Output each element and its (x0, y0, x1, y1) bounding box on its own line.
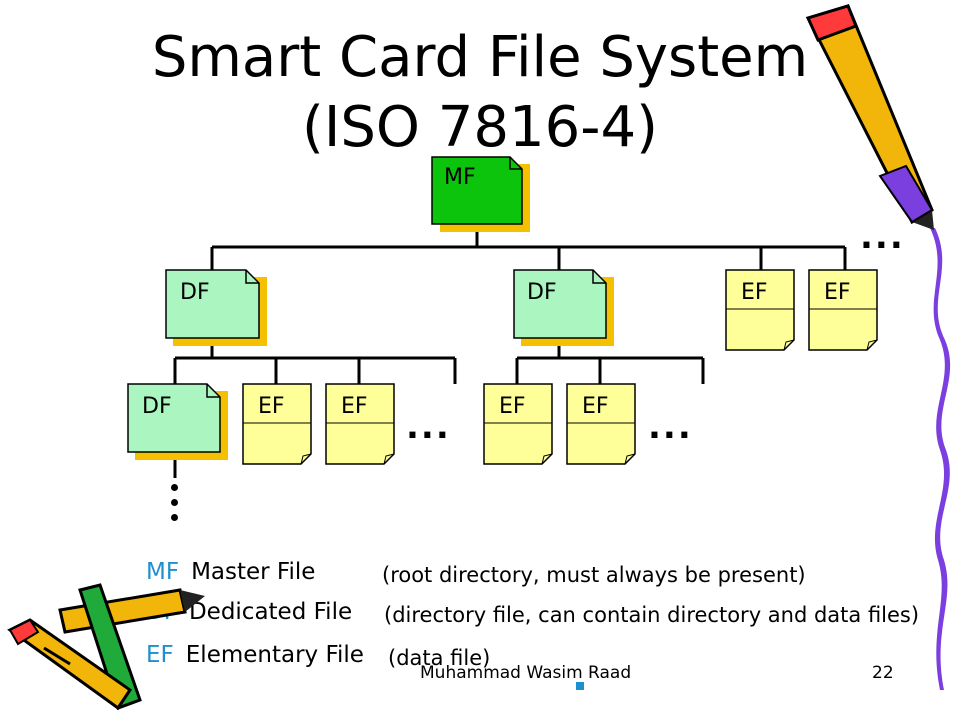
df-node-1-body (165, 269, 260, 339)
mf-node-body (431, 156, 523, 225)
legend-abbr-ef: EF (146, 642, 174, 668)
ef-node-l2-4-label: EF (582, 394, 609, 419)
legend-term-df: Dedicated File (188, 599, 353, 625)
legend-term-ef: Elementary File (185, 642, 364, 668)
ef-node-l2-2 (325, 383, 395, 465)
df-node-1-label: DF (180, 280, 210, 305)
mf-node-label: MF (444, 165, 476, 190)
ellipsis-level1: ... (860, 217, 905, 257)
ef-node-l1-2-curl (866, 339, 878, 351)
ef-node-l2-1-curl (300, 453, 312, 465)
ef-node-l2-1-label: EF (258, 394, 285, 419)
df-node-1-corner (245, 270, 259, 284)
ef-node-l1-1-label: EF (741, 280, 768, 305)
legend-desc-ef: (data file) (388, 646, 491, 670)
ef-node-l2-3-body (483, 383, 553, 465)
ef-node-l1-2-body (808, 269, 878, 351)
mf-node-corner (509, 157, 522, 170)
crayons-icon (7, 583, 205, 711)
ef-node-l1-2 (808, 269, 878, 351)
ef-node-l2-3-label: EF (499, 394, 526, 419)
ef-node-l2-4-curl (624, 453, 636, 465)
legend-term-mf: Master File (191, 559, 316, 585)
df-node-3 (127, 383, 228, 460)
purple-ribbon (930, 228, 951, 690)
legend-abbr-mf: MF (146, 559, 180, 585)
ellipsis-level2-left: ... (406, 407, 451, 447)
footer-page-number: 22 (872, 663, 894, 683)
ef-node-l2-2-body (325, 383, 395, 465)
ef-node-l2-4 (566, 383, 636, 465)
ellipsis-level2-right: ... (648, 407, 693, 447)
df-node-2-corner (592, 270, 606, 284)
ef-node-l2-1-body (242, 383, 312, 465)
slide-title-line2: (ISO 7816-4) (302, 95, 658, 160)
legend-desc-df: (directory file, can contain directory a… (384, 603, 920, 627)
footer-author: Muhammad Wasim Raad (420, 663, 632, 683)
df-node-2-body (513, 269, 607, 339)
ef-node-l1-1 (725, 269, 795, 351)
df-node-3-label: DF (142, 394, 172, 419)
df-node-3-corner (206, 384, 220, 398)
ef-node-l1-1-body (725, 269, 795, 351)
df-node-1 (165, 269, 267, 346)
footer-bullet-icon (576, 682, 584, 690)
df-node-2-label: DF (527, 280, 557, 305)
ef-node-l2-2-label: EF (341, 394, 368, 419)
legend-row-mf: MF Master File (root directory, must alwa… (146, 558, 806, 587)
legend-desc-mf: (root directory, must always be present) (382, 563, 806, 587)
df-node-2 (513, 269, 614, 346)
mf-node (431, 156, 530, 232)
ef-node-l1-2-label: EF (824, 280, 851, 305)
slide-title-line1: Smart Card File System (151, 25, 809, 90)
ef-node-l2-2-curl (383, 453, 395, 465)
df-node-3-body (127, 383, 221, 453)
pencil-icon (805, 4, 934, 230)
vertical-ellipsis (171, 484, 181, 529)
tree-connectors (173, 224, 847, 478)
legend-row-ef: EF Elementary File (data file) (146, 641, 490, 670)
ef-node-l1-1-curl (783, 339, 795, 351)
ef-node-l2-4-body (566, 383, 636, 465)
ef-node-l2-1 (242, 383, 312, 465)
ef-node-l2-3 (483, 383, 553, 465)
ef-node-l2-3-curl (541, 453, 553, 465)
